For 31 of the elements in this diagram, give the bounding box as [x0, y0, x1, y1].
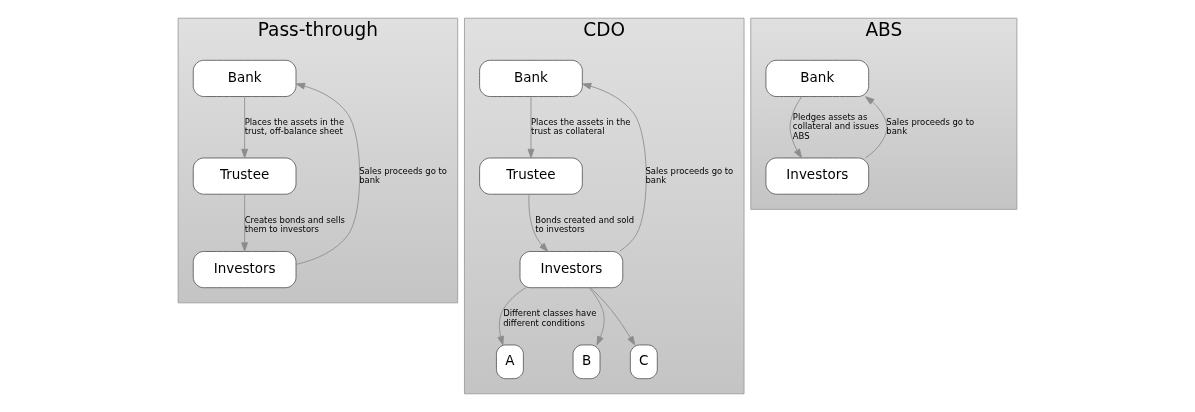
edge-label: Creates bonds and sells them to investors [244, 214, 345, 235]
arrow [865, 96, 888, 159]
arrow [527, 96, 535, 159]
arrow [241, 96, 248, 159]
edge-label: Sales proceeds go to bank [645, 165, 734, 185]
node-box: B [572, 344, 601, 380]
arrow [295, 82, 361, 265]
node-box: Bank [765, 59, 870, 97]
edge-label: Sales proceeds go to bank [359, 165, 447, 185]
node-box: Trustee [192, 157, 297, 195]
node-box: C [629, 344, 658, 380]
arrow [241, 193, 248, 252]
arrow [590, 287, 636, 346]
edge-label: Different classes have different conditions [503, 308, 597, 328]
edge-label: Pledges assets as collateral and issues ABS [792, 112, 880, 141]
arrow [582, 82, 647, 252]
node-box: A [496, 344, 524, 380]
node-box: Investors [765, 157, 870, 195]
edge-label: Sales proceeds go to bank [886, 116, 975, 136]
node-box: Investors [192, 251, 297, 289]
node-box: Trustee [479, 157, 583, 195]
node-box: Bank [479, 59, 583, 97]
edge-label: Bonds created and sold to investors [535, 214, 635, 235]
arrow [789, 96, 802, 159]
arrow [497, 287, 527, 346]
arrow [528, 194, 549, 252]
arrow [589, 287, 605, 346]
edge-label: Places the assets in the trust as collateral [530, 116, 631, 136]
node-box: Bank [192, 59, 297, 97]
node-box: Investors [519, 251, 624, 289]
edge-label: Places the assets in the trust, off-balance sheet [244, 116, 345, 136]
